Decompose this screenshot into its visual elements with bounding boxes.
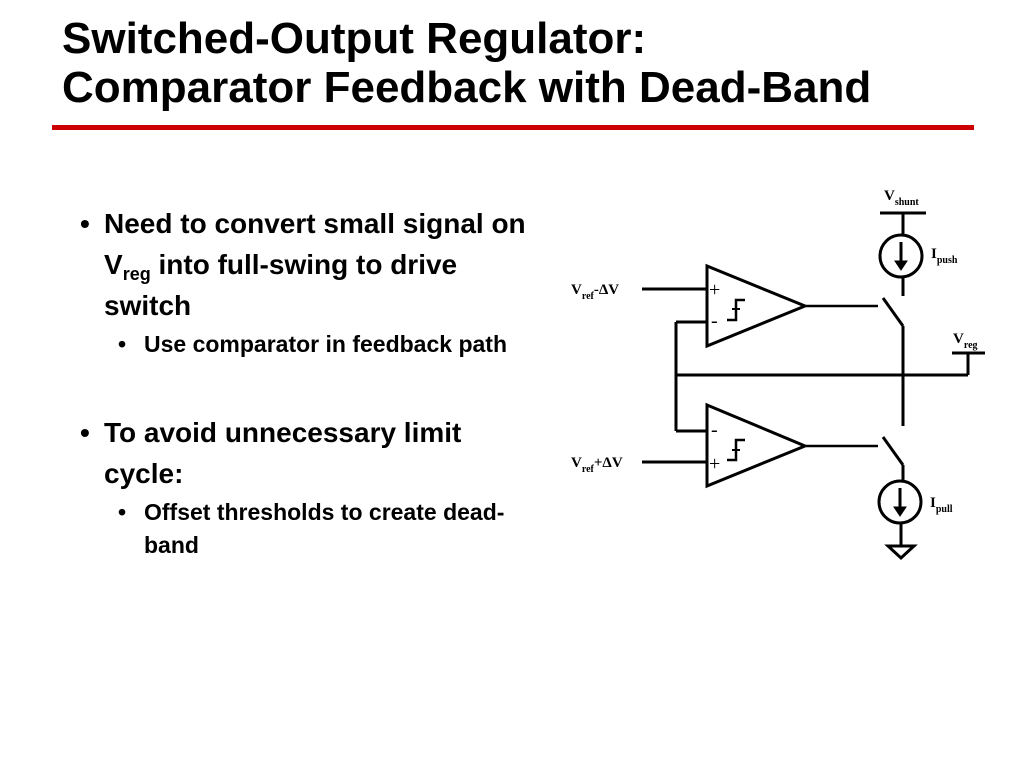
ipush-current-source-icon: [878, 233, 924, 279]
title-line-1: Switched-Output Regulator:: [62, 14, 647, 63]
bullet-convert-signal: • Need to convert small signal on Vreg i…: [76, 203, 546, 326]
ipull-current-source-icon: [877, 479, 923, 525]
ground-icon: [884, 544, 918, 561]
bullet-text-post: into full-swing to drive switch: [104, 249, 458, 321]
bottom-comparator-plus: +: [709, 453, 720, 475]
top-comparator: [705, 263, 809, 349]
bullet-text-pre: Need to convert small signal on V: [104, 208, 526, 280]
vref-minus-label: Vref-ΔV: [571, 282, 619, 302]
push-switch: [881, 297, 905, 327]
vreg-subscript: reg: [122, 264, 151, 284]
sub-bullet-text: Offset thresholds to create dead-band: [144, 499, 505, 558]
ipull-label: Ipull: [930, 495, 953, 515]
bullet-limit-cycle: • To avoid unnecessary limit cycle:: [76, 412, 546, 494]
title-underline: [52, 125, 974, 130]
bottom-comparator-minus: -: [711, 419, 718, 441]
regulator-circuit-diagram: Vshunt Ipush Vreg + - Vref-ΔV - +: [571, 188, 985, 561]
bullet-text: To avoid unnecessary limit cycle:: [104, 417, 462, 489]
sub-bullet-comparator: • Use comparator in feedback path: [76, 328, 546, 361]
ipush-label: Ipush: [931, 246, 958, 266]
pull-switch: [881, 436, 905, 466]
title-line-2: Comparator Feedback with Dead-Band: [62, 63, 872, 112]
bullet-dot: •: [118, 331, 127, 357]
sub-bullet-text: Use comparator in feedback path: [144, 331, 507, 357]
bullet-dot: •: [80, 417, 90, 448]
bottom-comparator: [705, 402, 809, 489]
sub-bullet-dead-band: • Offset thresholds to create dead-band: [76, 496, 546, 562]
vshunt-label: Vshunt: [884, 188, 919, 208]
vref-plus-label: Vref+ΔV: [571, 455, 623, 475]
bullet-dot: •: [80, 208, 90, 239]
vreg-label: Vreg: [953, 331, 978, 351]
top-comparator-minus: -: [711, 310, 718, 332]
slide-title: Switched-Output Regulator: Comparator Fe…: [62, 14, 1002, 112]
top-comparator-plus: +: [709, 279, 720, 301]
bullet-list: • Need to convert small signal on Vreg i…: [76, 203, 546, 562]
bullet-dot: •: [118, 499, 127, 525]
